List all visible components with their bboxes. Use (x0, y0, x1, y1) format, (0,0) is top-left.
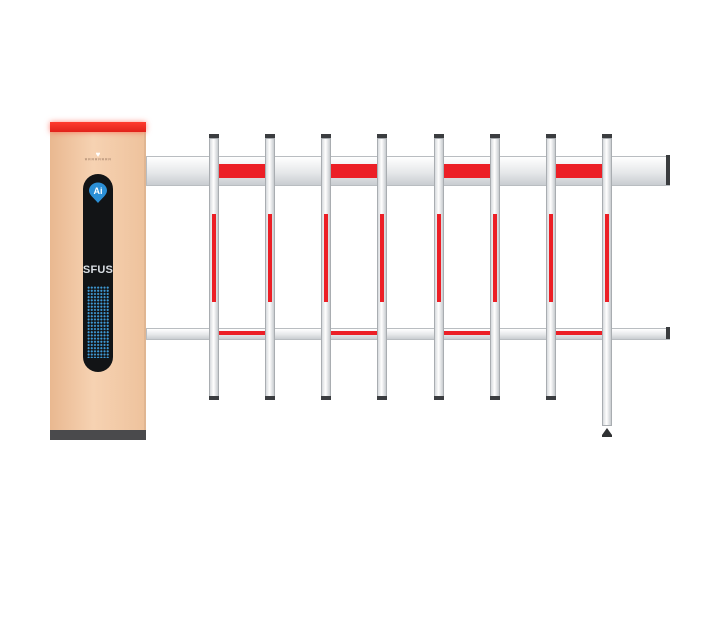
post-cap (209, 134, 219, 138)
post-cap (490, 396, 500, 400)
post-warning-stripe (380, 214, 384, 302)
post-warning-stripe (437, 214, 441, 302)
top-boom-end-cap (666, 155, 670, 185)
bottom-boom-stripe (556, 331, 606, 335)
post-warning-stripe (549, 214, 553, 302)
post-cap (321, 396, 331, 400)
post-cap (434, 134, 444, 138)
post-cap (434, 396, 444, 400)
support-foot (602, 424, 612, 437)
post-warning-stripe (268, 214, 272, 302)
ai-pin-icon: Ai (88, 182, 108, 204)
warning-light-strip (50, 122, 146, 132)
barrier-cabinet: ♥ ꟸꟸꟸꟸꟸꟸꟸꟸ Ai SFUS (50, 122, 146, 440)
post-cap (265, 134, 275, 138)
post-cap (377, 396, 387, 400)
ai-badge-text: Ai (93, 186, 103, 196)
post-warning-stripe (493, 214, 497, 302)
post-warning-stripe (605, 214, 609, 302)
bottom-boom-stripe (216, 331, 268, 335)
top-boom-stripe (556, 164, 606, 178)
top-boom-stripe (442, 164, 492, 178)
post-cap (490, 134, 500, 138)
post-cap (377, 134, 387, 138)
post-cap (265, 396, 275, 400)
display-panel: Ai SFUS (83, 174, 113, 372)
bottom-boom-stripe (330, 331, 380, 335)
post-cap (546, 134, 556, 138)
post-warning-stripe (324, 214, 328, 302)
post-cap (321, 134, 331, 138)
panel-brand-name: SFUS (82, 264, 114, 276)
post-warning-stripe (212, 214, 216, 302)
bottom-boom-end-cap (666, 327, 670, 339)
bottom-boom-stripe (442, 331, 492, 335)
post-cap (546, 396, 556, 400)
post-cap (602, 134, 612, 138)
heart-logo-icon: ♥ (95, 150, 101, 159)
brand-caption: ꟸꟸꟸꟸꟸꟸꟸꟸ (84, 158, 112, 164)
led-dot-matrix (87, 286, 109, 358)
post-cap (209, 396, 219, 400)
top-boom-stripe (330, 164, 380, 178)
top-boom-stripe (216, 164, 268, 178)
cabinet-base (50, 430, 146, 440)
